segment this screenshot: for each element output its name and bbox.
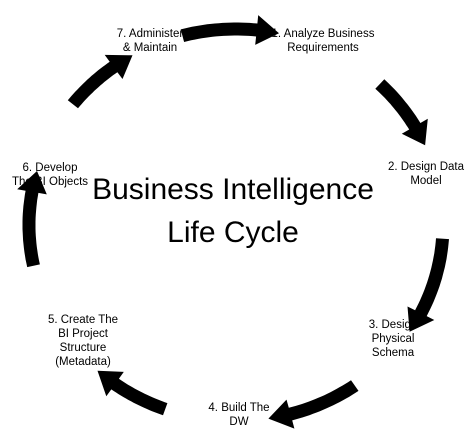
step-7-line-1: 7. Administer <box>116 28 184 40</box>
step-5-create-bi-project-structure: 5. Create The BI Project Structure (Meta… <box>33 313 133 369</box>
step-5-line-2: BI Project <box>58 328 108 340</box>
step-5-line-3: Structure <box>59 342 107 354</box>
step-3-design-physical-schema: 3. Design Physical Schema <box>360 318 426 360</box>
diagram-title-line-2: Life Cycle <box>167 216 299 249</box>
step-7-administer-maintain: 7. Administer & Maintain <box>95 27 205 55</box>
step-6-develop-bi-objects: 6. Develop The BI Objects <box>4 161 96 189</box>
arrow-to-step-4 <box>268 380 359 429</box>
step-6-line-1: 6. Develop <box>22 162 78 174</box>
step-6-line-2: The BI Objects <box>11 176 89 188</box>
step-2-line-1: 2. Design Data <box>387 161 465 173</box>
step-5-line-1: 5. Create The <box>47 314 119 326</box>
step-4-line-1: 4. Build The <box>208 402 270 414</box>
step-4-line-2: DW <box>229 416 249 428</box>
arrow-to-step-2 <box>375 79 428 146</box>
step-3-line-1: 3. Design <box>368 319 418 331</box>
step-7-line-2: & Maintain <box>122 42 178 54</box>
step-1-line-1: 1. Analyze Business <box>271 28 375 40</box>
step-2-line-2: Model <box>410 175 442 187</box>
cycle-arrows <box>17 15 449 429</box>
arrow-to-step-1 <box>180 15 279 45</box>
arrow-to-step-5 <box>97 370 168 416</box>
arrow-to-step-3 <box>407 238 449 332</box>
arrow-to-step-7 <box>67 54 133 109</box>
step-1-analyze-business-requirements: 1. Analyze Business Requirements <box>263 27 383 55</box>
arrow-to-step-6 <box>17 171 47 268</box>
step-2-design-data-model: 2. Design Data Model <box>383 160 469 188</box>
step-3-line-3: Schema <box>371 347 415 359</box>
diagram-title-line-1: Business Intelligence <box>92 173 374 206</box>
step-1-line-2: Requirements <box>287 42 359 54</box>
step-3-line-2: Physical <box>371 333 415 345</box>
step-5-line-4: (Metadata) <box>55 356 111 368</box>
step-4-build-the-dw: 4. Build The DW <box>199 401 279 429</box>
